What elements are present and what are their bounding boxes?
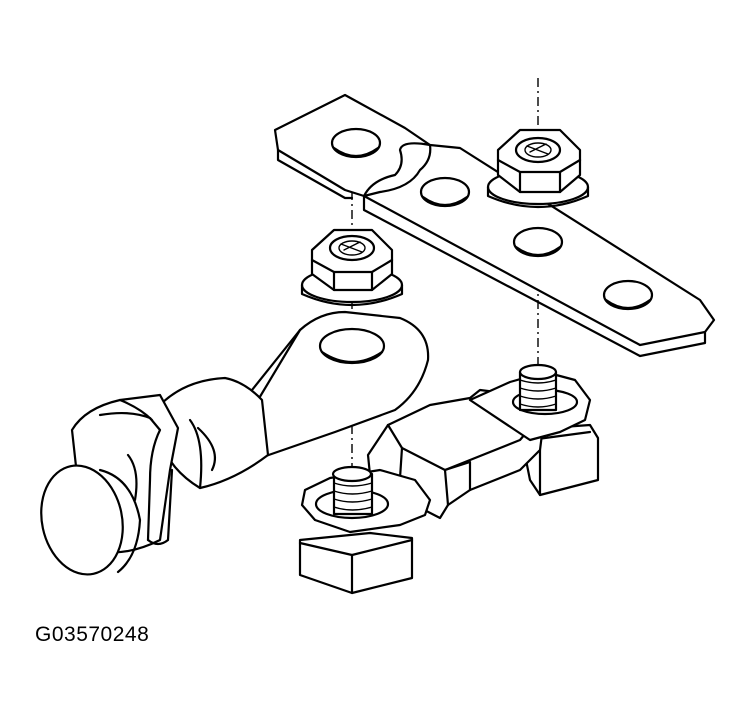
cable-terminal [40, 310, 430, 576]
upper-nut [486, 128, 590, 209]
buss-bar [273, 93, 716, 358]
left-stud [314, 465, 390, 520]
figure-code: G03570248 [35, 623, 150, 646]
right-stud [511, 363, 579, 416]
lower-nut [300, 228, 404, 307]
